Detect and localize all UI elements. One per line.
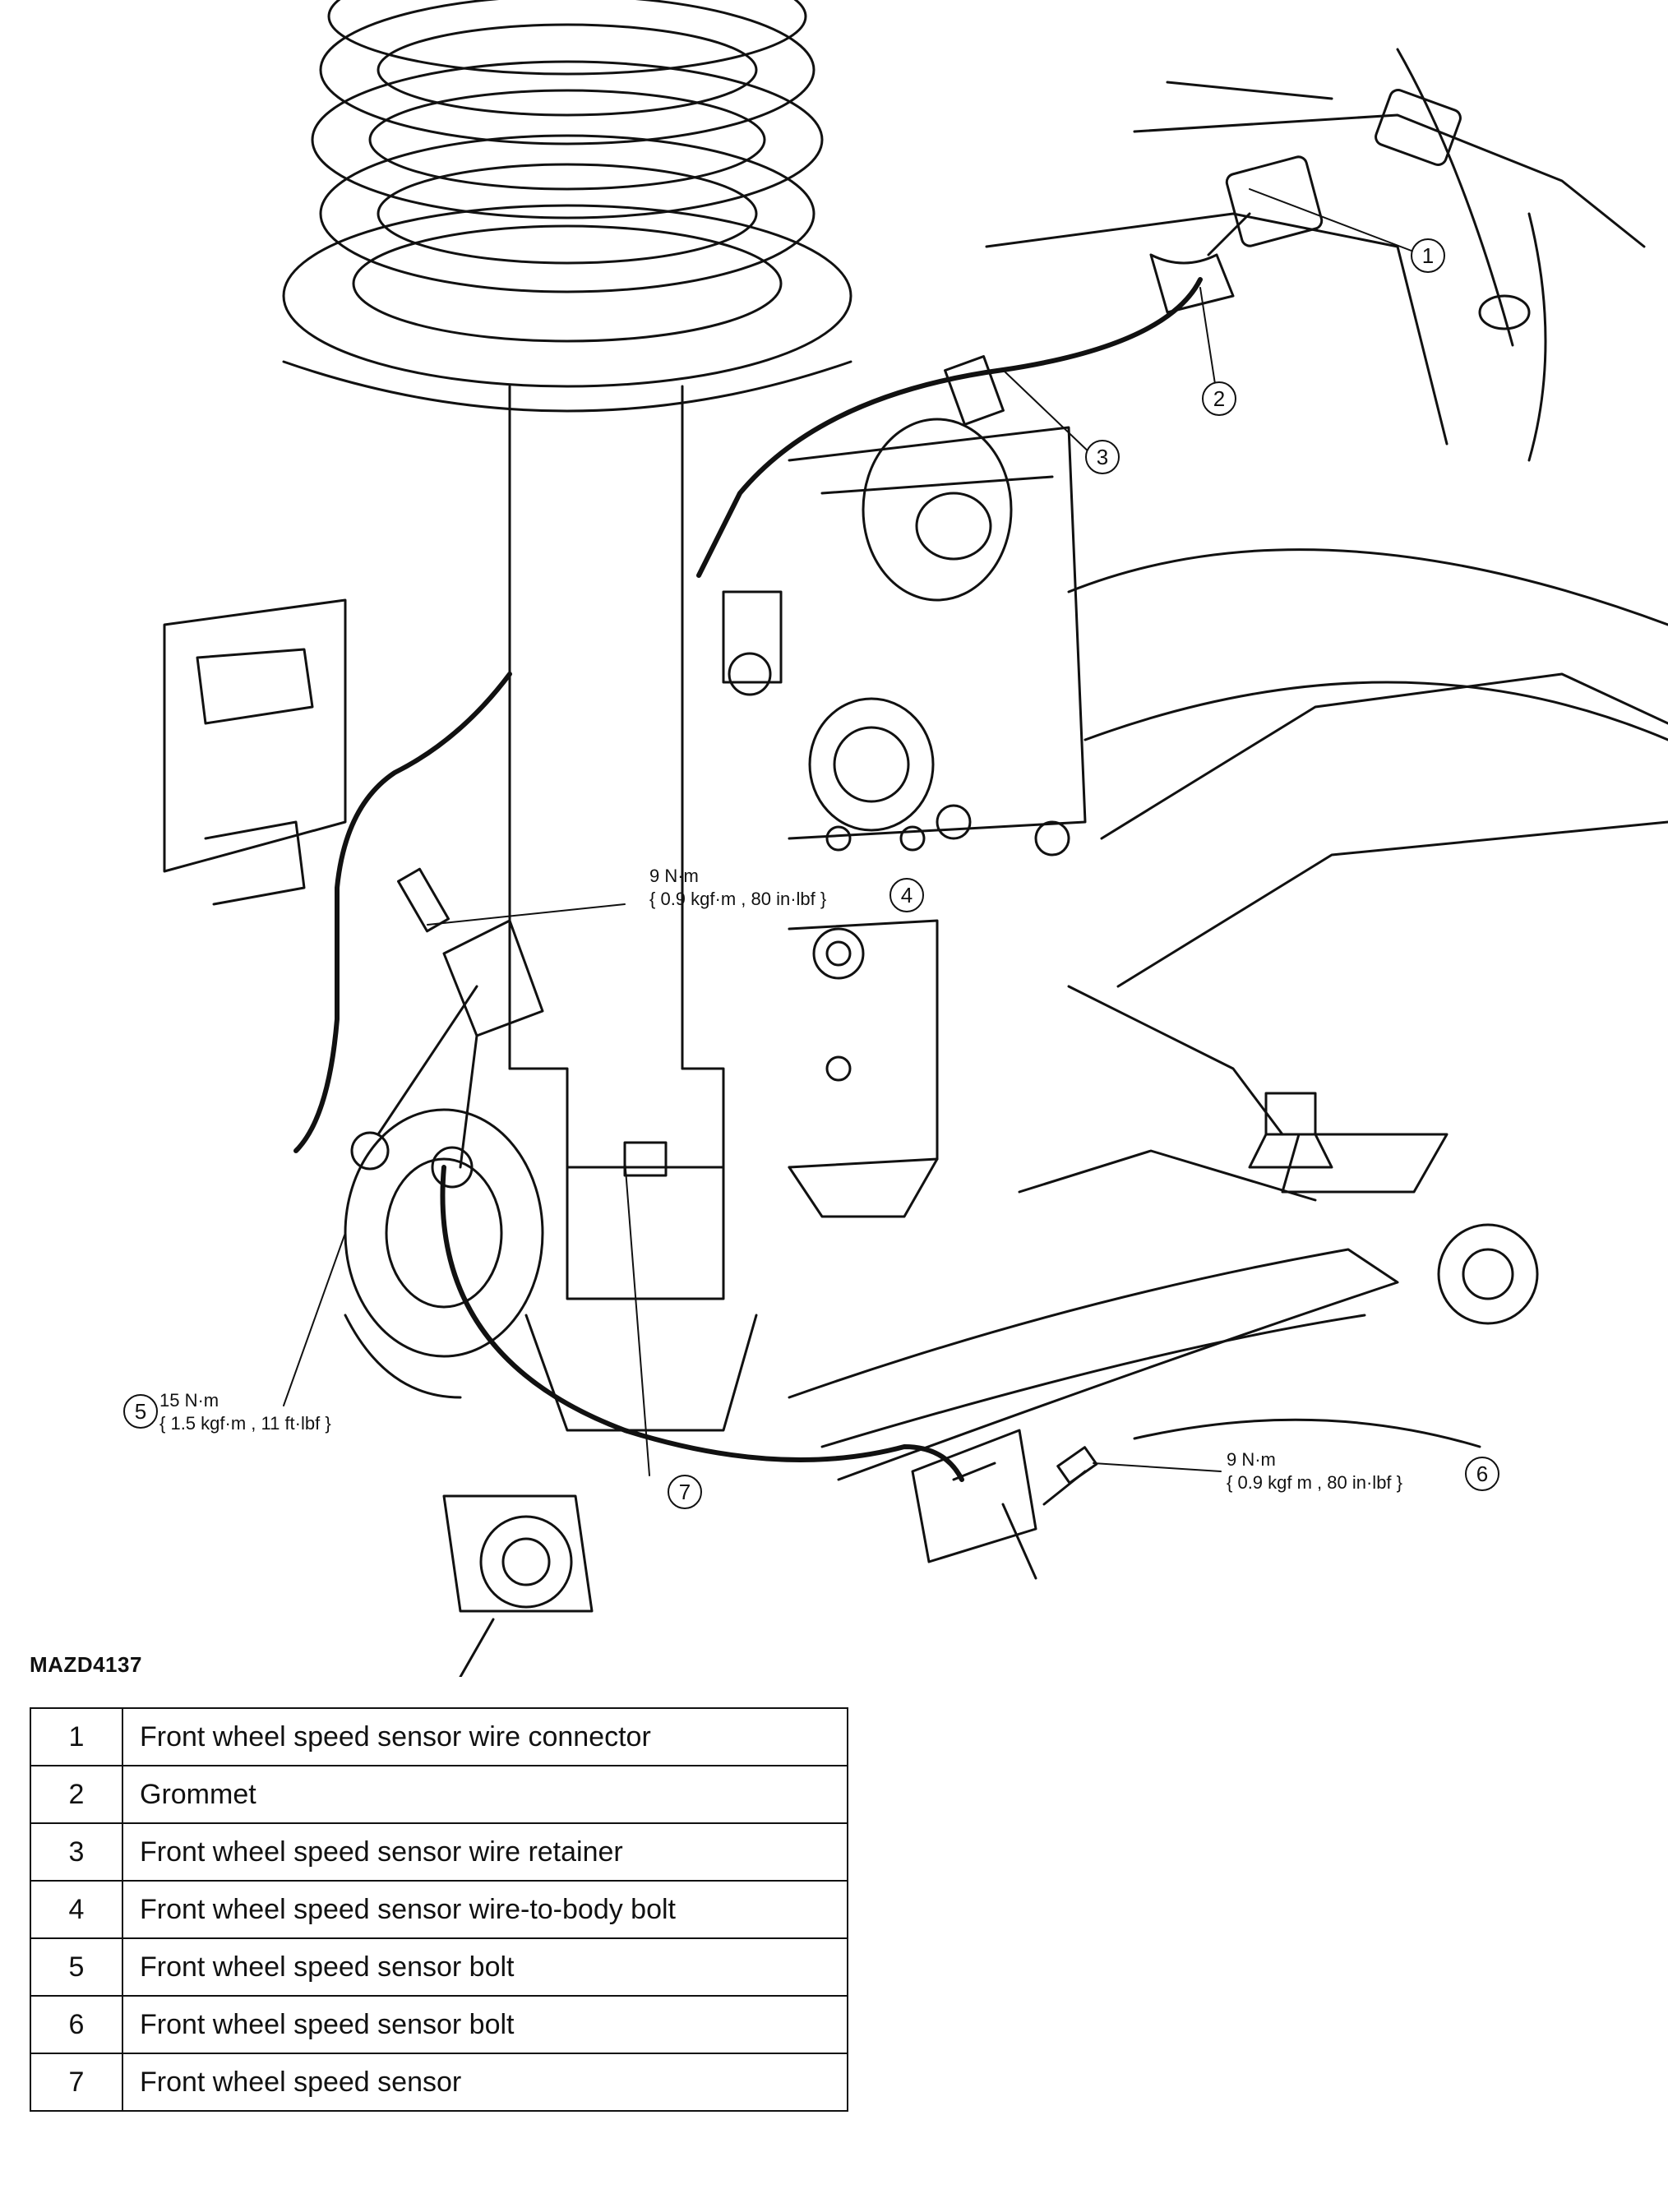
- legend-desc: Front wheel speed sensor wire connector: [122, 1707, 848, 1766]
- torque-label-6: 9 N·m { 0.9 kgf m , 80 in·lbf }: [1227, 1448, 1402, 1494]
- wire-hardware: [350, 89, 1462, 1580]
- coil-spring: [282, 0, 852, 413]
- sensor-wire: [293, 277, 1203, 1482]
- legend-desc: Grommet: [122, 1765, 848, 1824]
- torque-4-nm: 9 N·m: [649, 866, 699, 886]
- callout-3: 3: [1085, 440, 1120, 474]
- legend-num: 7: [30, 2053, 123, 2112]
- legend-num: 5: [30, 1937, 123, 1997]
- legend-desc: Front wheel speed sensor wire retainer: [122, 1822, 848, 1882]
- torque-label-5: 15 N·m { 1.5 kgf·m , 11 ft·lbf }: [159, 1389, 331, 1435]
- callout-2: 2: [1202, 381, 1236, 416]
- legend-desc: Front wheel speed sensor bolt: [122, 1995, 848, 2054]
- callout-6: 6: [1465, 1457, 1499, 1491]
- callout-5: 5: [123, 1394, 158, 1429]
- legend-desc: Front wheel speed sensor: [122, 2053, 848, 2112]
- legend-num: 3: [30, 1822, 123, 1882]
- legend-num: 2: [30, 1765, 123, 1824]
- torque-5-imperial: { 1.5 kgf·m , 11 ft·lbf }: [159, 1413, 331, 1434]
- legend-desc: Front wheel speed sensor bolt: [122, 1937, 848, 1997]
- torque-5-nm: 15 N·m: [159, 1390, 219, 1411]
- knuckle: [344, 1108, 594, 1677]
- legend-desc: Front wheel speed sensor wire-to-body bo…: [122, 1880, 848, 1939]
- callout-7: 7: [668, 1475, 702, 1509]
- leader-lines: [283, 188, 1423, 1476]
- legend-num: 4: [30, 1880, 123, 1939]
- body-structure: [163, 48, 1668, 1218]
- torque-6-imperial: { 0.9 kgf m , 80 in·lbf }: [1227, 1472, 1403, 1493]
- callout-4: 4: [889, 878, 924, 912]
- legend-num: 1: [30, 1707, 123, 1766]
- suspension-diagram: [163, 0, 1668, 1677]
- lower-arm: [788, 1133, 1539, 1481]
- legend-num: 6: [30, 1995, 123, 2054]
- callout-1: 1: [1411, 238, 1445, 273]
- figure-id: MAZD4137: [30, 1652, 142, 1677]
- torque-6-nm: 9 N·m: [1227, 1449, 1276, 1470]
- torque-label-4: 9 N·m { 0.9 kgf·m , 80 in·lbf }: [649, 865, 826, 911]
- torque-4-imperial: { 0.9 kgf·m , 80 in·lbf }: [649, 889, 827, 909]
